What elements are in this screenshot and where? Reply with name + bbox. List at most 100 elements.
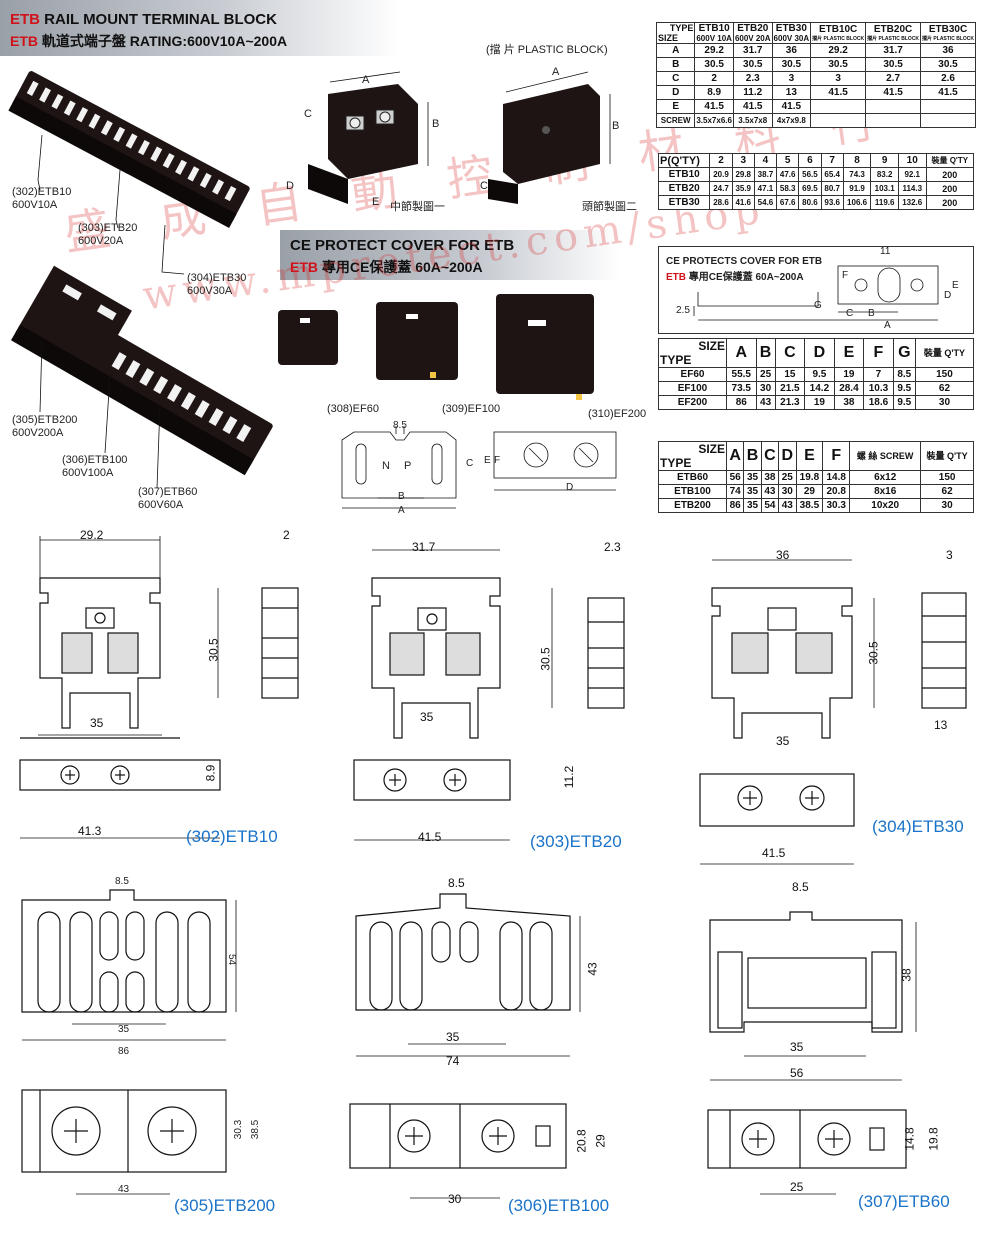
t1-cell: 30.5 (694, 57, 734, 72)
etb20-top-view (353, 759, 511, 841)
t4-cell: 74 (725, 484, 745, 499)
etb10-dim-top: 29.2 (80, 528, 104, 542)
t4-cell: 29 (795, 484, 824, 499)
t3-qty: 62 (914, 381, 975, 396)
etb20-dim-length: 41.5 (418, 830, 442, 844)
t3-col: G (892, 338, 916, 368)
cover-dimension-box (658, 246, 974, 334)
t2-col: 4 (753, 153, 778, 168)
t1-type-3: ETB10C (818, 24, 858, 35)
etb100-dim-height: 43 (585, 962, 600, 976)
t3-cell: 21.5 (774, 381, 806, 396)
label-etb60: (307)ETB60 600V60A (138, 486, 197, 512)
etb100-front-view (355, 893, 581, 1057)
t1-cell: 11.2 (732, 85, 773, 100)
cover-photos (278, 294, 594, 400)
cover-box-letter-b: B (868, 308, 875, 319)
etb10-dim-depth: 8.9 (203, 764, 218, 782)
t1-rating-3: 擋片 PLASTIC BLOCK (812, 36, 865, 42)
t4-col: C (760, 441, 780, 471)
t2-col: 8 (842, 153, 872, 168)
t4-col: A (725, 441, 745, 471)
etb200-dim-pitch: 43 (118, 1184, 130, 1195)
t2-col: 2 (709, 153, 733, 168)
dim-letter-b-2: B (612, 120, 620, 132)
t1-rating-0: 600V 10A (696, 34, 732, 43)
etb30-dim-depth: 13 (934, 718, 948, 732)
etb60-dim-d2: 19.8 (926, 1127, 941, 1151)
header-etb-red: ETB (10, 11, 40, 28)
t3-cell: 7 (863, 367, 894, 382)
t4-cell: 20.8 (822, 484, 851, 499)
t2-row-label: ETB30 (657, 195, 711, 210)
t4-screw: 6x12 (849, 470, 922, 485)
etb100-dim-base: 35 (446, 1030, 460, 1044)
etb20-front-view (371, 549, 553, 739)
cover-box-title: CE PROTECTS COVER FOR ETB (666, 256, 823, 267)
t4-col: E (795, 441, 824, 471)
t2-cell: 65.4 (820, 167, 844, 182)
label-etb30-model: (304)ETB30 (187, 272, 247, 284)
t3-col: D (804, 338, 835, 368)
block-diagrams (308, 71, 611, 204)
table3-corner-bottom: TYPE (660, 353, 692, 367)
table1-corner-top: TYPE (669, 23, 694, 33)
t1-cell: 29.2 (810, 43, 867, 58)
t1-type-0: ETB10 (698, 23, 730, 34)
t3-row-label: EF60 (658, 367, 727, 382)
t4-cell: 43 (760, 484, 780, 499)
t2-cell: 20.9 (709, 167, 733, 182)
table1-corner: TYPE SIZE (655, 22, 696, 44)
terminal-strip-upper (8, 71, 250, 228)
table3-corner-top: SIZE (698, 339, 725, 353)
cover-box-letter-g: G (814, 300, 822, 311)
t1-rating-4: 擋片 PLASTIC BLOCK (867, 36, 920, 42)
cover-box-letter-d: D (944, 290, 952, 301)
t3-cell: 86 (726, 395, 757, 410)
cover-letter-n: N (382, 460, 390, 472)
cover-letter-c: C (466, 458, 474, 469)
t3-cell: 19 (804, 395, 835, 410)
etb10-dim-thick: 2 (283, 528, 290, 542)
etb200-caption: (305)ETB200 (174, 1196, 276, 1215)
cover-letter-a: A (398, 505, 405, 516)
t2-cell: 47.6 (776, 167, 800, 182)
plastic-block-label: (擋 片 PLASTIC BLOCK) (486, 44, 608, 56)
etb100-dim-width: 74 (446, 1054, 460, 1068)
t4-cell: 38 (760, 470, 780, 485)
t4-cell: 25 (778, 470, 797, 485)
t4-cell: 56 (725, 470, 745, 485)
t1-cell: 30.5 (771, 57, 812, 72)
t4-cell: 35 (743, 498, 762, 513)
t4-cell: 35 (743, 470, 762, 485)
t1-cell: 30.5 (810, 57, 867, 72)
t1-row-label: A (655, 43, 696, 58)
t1-cell: 41.5 (810, 85, 867, 100)
t2-col: 6 (798, 153, 822, 168)
t1-cell: 4x7x9.8 (771, 113, 812, 128)
t3-cell: 25 (755, 367, 776, 382)
etb30-side-view (921, 592, 967, 709)
dim-letter-a-2: A (552, 66, 560, 78)
etb30-dim-thick: 3 (946, 548, 953, 562)
t2-cell: 47.1 (753, 181, 778, 196)
label-etb60-model: (307)ETB60 (138, 486, 198, 498)
header-line2: ETB 軌道式端子盤 RATING:600V10A~200A (10, 31, 287, 51)
label-etb10-model: (302)ETB10 (12, 186, 72, 198)
ef60-photo (278, 310, 338, 365)
label-etb10: (302)ETB10 600V10A (12, 186, 71, 212)
t2-cell: 114.3 (897, 181, 927, 196)
label-etb30-rating: 600V30A (187, 285, 233, 297)
t3-cell: 30 (755, 381, 776, 396)
